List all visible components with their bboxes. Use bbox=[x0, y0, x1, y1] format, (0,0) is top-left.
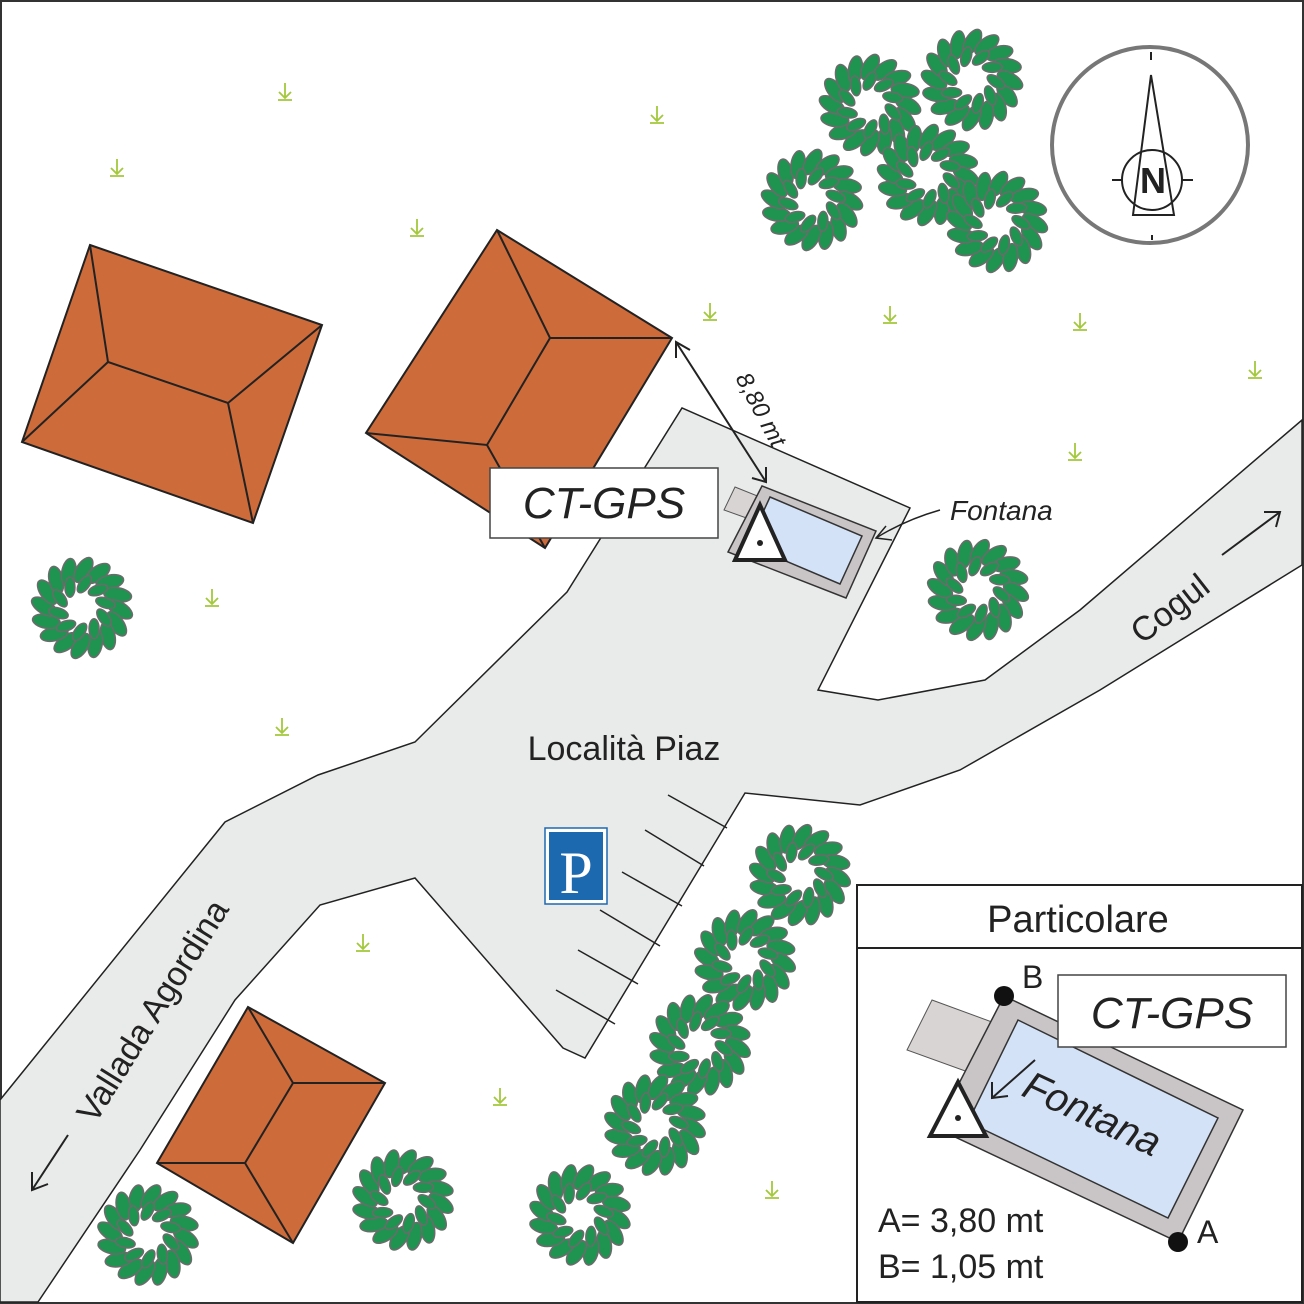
grass-icon bbox=[883, 306, 897, 324]
grass-icon bbox=[278, 83, 292, 101]
grass-icon bbox=[765, 1181, 779, 1199]
svg-text:A: A bbox=[1197, 1214, 1219, 1250]
grass-icon bbox=[1068, 443, 1082, 461]
station-label-box: CT-GPS bbox=[489, 467, 719, 539]
arrow-to-vallada bbox=[31, 1134, 69, 1192]
grass-icon bbox=[110, 159, 124, 177]
svg-text:B= 1,05 mt: B= 1,05 mt bbox=[878, 1248, 1044, 1286]
place-label: Località Piaz bbox=[528, 730, 721, 768]
house-3 bbox=[155, 1005, 387, 1245]
grass-icon bbox=[650, 106, 664, 124]
tree-icon bbox=[876, 123, 980, 227]
tree-icon bbox=[30, 556, 134, 660]
svg-text:A= 3,80 mt: A= 3,80 mt bbox=[878, 1202, 1044, 1240]
fountain-label: Fontana bbox=[950, 495, 1053, 526]
grass-icon bbox=[205, 589, 219, 607]
tree-icon bbox=[604, 1074, 706, 1176]
grass-icon bbox=[493, 1088, 507, 1106]
tree-icon bbox=[920, 28, 1024, 132]
grass-icon bbox=[275, 718, 289, 736]
tree-icon bbox=[529, 1164, 631, 1266]
tree-icon bbox=[694, 909, 796, 1011]
tree-icon bbox=[760, 148, 864, 252]
tree-icon bbox=[926, 538, 1030, 642]
distance-arrow bbox=[675, 340, 767, 484]
svg-text:CT-GPS: CT-GPS bbox=[1091, 989, 1253, 1038]
svg-text:P: P bbox=[559, 840, 592, 906]
parking-stalls bbox=[555, 794, 728, 1025]
grass-icon bbox=[703, 303, 717, 321]
tree-icon bbox=[818, 53, 922, 157]
svg-text:N: N bbox=[1140, 160, 1166, 201]
grass-icon bbox=[410, 219, 424, 237]
tree-icon bbox=[352, 1149, 454, 1251]
svg-text:B: B bbox=[1022, 959, 1043, 995]
detail-inset: Particolare B A CT-GPS Fontana A= 3,80 m… bbox=[856, 884, 1303, 1303]
tree-icon bbox=[97, 1184, 199, 1286]
inset-title: Particolare bbox=[987, 899, 1169, 941]
arrow-to-cogul bbox=[1221, 511, 1282, 556]
grass-icon bbox=[356, 934, 370, 952]
grass-icon bbox=[1248, 361, 1262, 379]
grass-marks bbox=[110, 83, 1262, 1199]
trees bbox=[30, 28, 1049, 1286]
road-area bbox=[0, 407, 1303, 1303]
fountain-pointer bbox=[874, 509, 941, 541]
tree-icon bbox=[945, 170, 1049, 274]
svg-text:CT-GPS: CT-GPS bbox=[523, 479, 685, 528]
grass-icon bbox=[1073, 313, 1087, 331]
gps-station-marker bbox=[731, 500, 789, 562]
north-compass: N bbox=[1050, 45, 1250, 245]
tree-icon bbox=[748, 823, 852, 927]
parking-sign: P bbox=[544, 827, 608, 906]
house-1 bbox=[20, 243, 324, 525]
